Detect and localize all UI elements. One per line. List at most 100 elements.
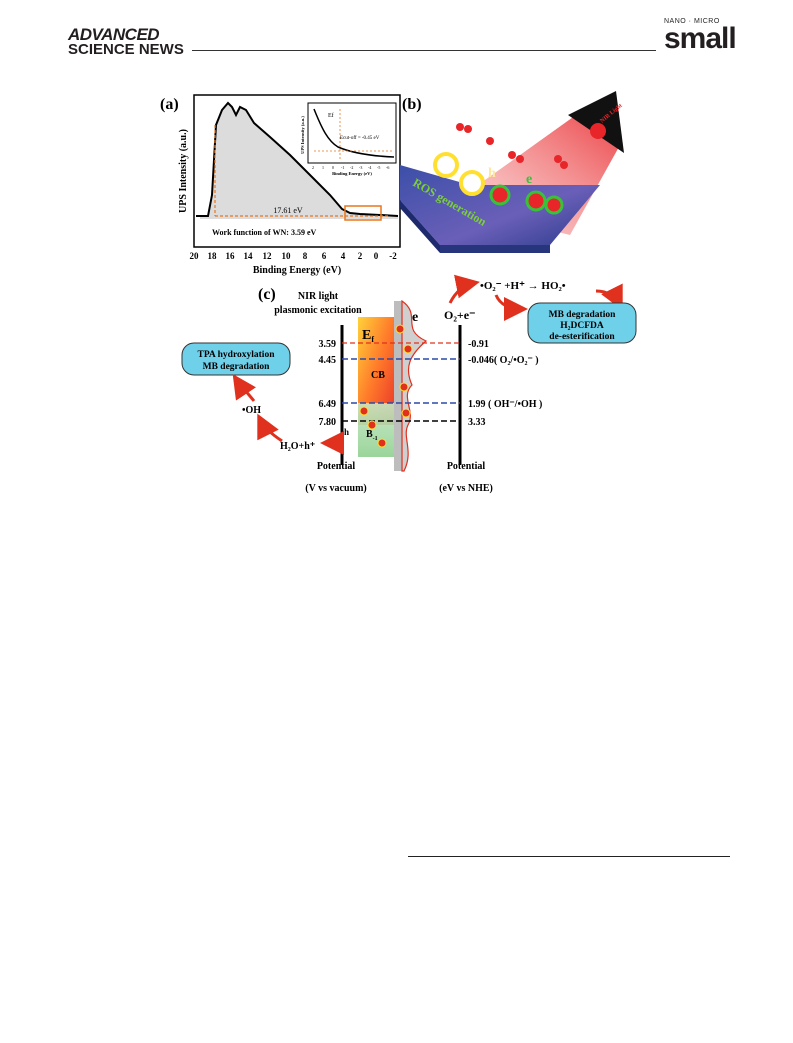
panel-c-label: (c): [258, 286, 276, 303]
panel-a: (a) 17.61 eV Work function of WN: 3.59 e…: [160, 95, 400, 276]
xtick: 12: [263, 251, 273, 261]
inset-xtick: -6: [386, 165, 389, 170]
left-value: 7.80: [319, 417, 337, 428]
panel-a-ylabel: UPS Intensity (a.u.): [178, 129, 189, 213]
inset-ef: Ef: [328, 112, 334, 119]
xtick: 8: [303, 251, 308, 261]
right-values: -0.91 -0.046( O₂/•O₂⁻ ) 1.99 ( OH⁻/•OH )…: [468, 339, 542, 428]
inset-xtick: -1: [341, 165, 344, 170]
xtick: -2: [389, 251, 397, 261]
inset-xtick: -4: [368, 165, 371, 170]
inset-ylabel: UPS Intensity (a.u.): [300, 116, 305, 154]
panel-b: (b) NIR Light ROS generation h e: [400, 91, 624, 253]
electron-label: e: [526, 172, 532, 187]
annotation-width: 17.61 eV: [273, 206, 303, 215]
panel-a-xlabel: Binding Energy (eV): [253, 265, 341, 276]
carrier-dot: [360, 407, 368, 415]
oxygen-atom: [456, 123, 464, 131]
left-axis-title: Potential: [317, 461, 356, 472]
plasmonic-label: plasmonic excitation: [274, 305, 362, 316]
carrier-dot: [402, 409, 410, 417]
oxygen-atom: [486, 137, 494, 145]
left-value: 4.45: [319, 355, 337, 366]
vb-subscript: -1: [373, 436, 378, 442]
xtick: 0: [374, 251, 379, 261]
xtick: 6: [322, 251, 327, 261]
wn-slab-front: [440, 245, 550, 253]
electron-particle: [527, 192, 545, 210]
left-box-line2: MB degradation: [203, 362, 270, 372]
inset-xtick: 0: [332, 165, 334, 170]
arrow-hole-to-h2o: [326, 437, 342, 443]
xtick: 4: [341, 251, 346, 261]
left-value: 6.49: [319, 399, 337, 410]
ef-symbol: E: [362, 328, 371, 343]
nir-label: NIR light: [298, 291, 339, 302]
hole-particle: [435, 154, 457, 176]
hole-label: h: [488, 166, 496, 181]
xtick: 18: [208, 251, 218, 261]
arrow-oh-to-left-box: [236, 379, 254, 401]
reaction-label: •O₂⁻ +H⁺ → HO₂•: [480, 280, 566, 292]
right-axis-title: Potential: [447, 461, 486, 472]
right-value: -0.046( O₂/•O₂⁻ ): [468, 355, 539, 366]
right-box-line2: H₂DCFDA: [560, 321, 604, 331]
xtick: 16: [226, 251, 236, 261]
left-box-line1: TPA hydroxylation: [198, 350, 276, 360]
inset-xtick: 1: [322, 165, 324, 170]
nir-source-spot: [590, 123, 606, 139]
electron-particle: [491, 186, 509, 204]
inset-frame: [308, 103, 396, 163]
carrier-dot: [378, 439, 386, 447]
h-label: h: [344, 427, 349, 437]
header-rule: [192, 50, 656, 51]
inset-xticks: 2 1 0 -1 -2 -3 -4 -5 -6: [312, 165, 389, 170]
right-box-line1: MB degradation: [549, 310, 616, 320]
oxygen-atom: [464, 125, 472, 133]
right-value: 3.33: [468, 417, 486, 428]
oxygen-atom: [516, 155, 524, 163]
brand-main: small: [664, 25, 736, 53]
panel-a-xticks: 20 18 16 14 12 10 8 6 4 2 0 -2: [190, 251, 398, 261]
oxygen-atom: [554, 155, 562, 163]
oh-label: •OH: [242, 405, 261, 416]
footnote-rule: [408, 856, 730, 857]
left-values: 3.59 4.45 6.49 7.80: [319, 339, 337, 428]
carrier-dot: [400, 383, 408, 391]
oxygen-atom: [508, 151, 516, 159]
xtick: 10: [282, 251, 292, 261]
ef-subscript: f: [371, 335, 374, 344]
inset-xtick: -2: [350, 165, 353, 170]
o2e-label: O₂+e⁻: [444, 308, 475, 322]
arrow-o2e-to-reaction: [450, 283, 474, 303]
journal-logo: ADVANCED SCIENCE NEWS: [68, 26, 184, 57]
brand-logo: NANO · MICRO small: [664, 18, 736, 53]
inset-xtick: 2: [312, 165, 314, 170]
carrier-dot: [368, 421, 376, 429]
right-value: -0.91: [468, 339, 489, 350]
panel-c: (c) NIR light plasmonic excitation Ef CB…: [182, 280, 636, 494]
e-label: e: [412, 310, 418, 325]
xtick: 14: [244, 251, 254, 261]
cb-label: CB: [371, 370, 385, 381]
hole-particle: [461, 172, 483, 194]
inset-cutoff: Ecut-off = -0.45 eV: [340, 136, 380, 141]
journal-logo-line2: SCIENCE NEWS: [68, 42, 184, 57]
oxygen-atom: [560, 161, 568, 169]
carrier-dot: [396, 325, 404, 333]
inset-xtick: -3: [359, 165, 362, 170]
electron-particle: [546, 197, 562, 213]
left-value: 3.59: [319, 339, 337, 350]
carrier-dot: [404, 345, 412, 353]
figure: (a) 17.61 eV Work function of WN: 3.59 e…: [150, 85, 650, 505]
inset-xlabel: Binding Energy (eV): [332, 171, 372, 176]
left-axis-unit: (V vs vacuum): [305, 483, 366, 494]
xtick: 20: [190, 251, 200, 261]
right-value: 1.99 ( OH⁻/•OH ): [468, 399, 542, 410]
annotation-wf: Work function of WN: 3.59 eV: [212, 228, 317, 237]
arrow-to-right-box: [496, 295, 522, 309]
xtick: 2: [358, 251, 363, 261]
right-box-line3: de-esterification: [549, 332, 615, 342]
arrow-h2o-to-oh: [260, 419, 282, 441]
right-axis-unit: (eV vs NHE): [439, 483, 493, 494]
